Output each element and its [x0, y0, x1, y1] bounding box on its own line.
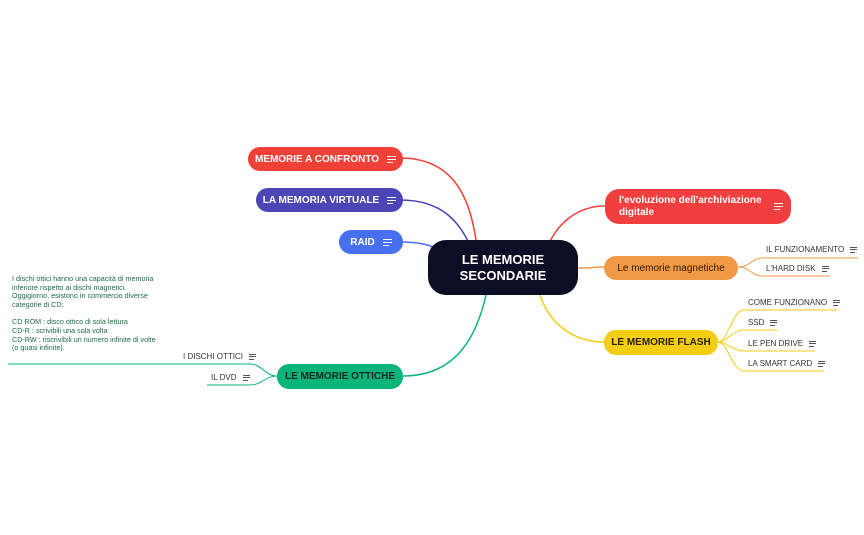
subtopic-label: SSD [748, 318, 765, 327]
topic-la-memoria-virtuale[interactable]: LA MEMORIA VIRTUALE [256, 188, 403, 212]
connector-confronto [399, 157, 477, 241]
connector-magnetiche [577, 266, 605, 269]
central-topic-line1: LE MEMORIE [461, 251, 545, 267]
central-topic[interactable]: LE MEMORIE SECONDARIE [428, 240, 578, 295]
subtopic-label: L'HARD DISK [766, 264, 816, 273]
topic-label: LE MEMORIE FLASH [611, 337, 711, 348]
topic-memorie-flash[interactable]: LE MEMORIE FLASH [604, 330, 718, 355]
subtopic-hard-disk[interactable]: L'HARD DISK [766, 264, 829, 273]
notes-icon [382, 238, 392, 246]
note-line-cdrw: CD-RW : riscrivibili un numero infinite … [12, 334, 156, 353]
central-topic-line2: SECONDARIE [459, 267, 547, 283]
subtopic-label: LE PEN DRIVE [748, 339, 804, 348]
notes-icon [821, 265, 829, 272]
dischi-ottici-note: I dischi ottici hanno una capacità di me… [12, 274, 162, 353]
subtopic-ssd[interactable]: SSD [748, 318, 778, 327]
subtopic-label: COME FUNZIONANO [748, 298, 828, 307]
subtopic-label: IL DVD [211, 373, 237, 382]
topic-label: LA MEMORIA VIRTUALE [262, 194, 380, 206]
topic-le-memorie-ottiche[interactable]: LE MEMORIE OTTICHE [277, 364, 403, 389]
notes-icon [242, 374, 250, 381]
topic-label: l'evoluzione dell'archiviazione digitale [619, 194, 762, 218]
subtopic-smart-card[interactable]: LA SMART CARD [748, 359, 826, 368]
notes-icon [850, 246, 858, 253]
subtopic-come-funzionano[interactable]: COME FUNZIONANO [748, 298, 841, 307]
topic-memorie-magnetiche[interactable]: Le memorie magnetiche [604, 256, 738, 280]
connector-evoluzione [547, 205, 606, 246]
topic-label: LE MEMORIE OTTICHE [285, 371, 395, 382]
connector-virtuale [399, 199, 471, 246]
notes-icon [818, 360, 826, 367]
subtopic-dischi-ottici[interactable]: I DISCHI OTTICI [183, 352, 256, 361]
topic-evoluzione-archiviazione[interactable]: l'evoluzione dell'archiviazione digitale [605, 189, 791, 224]
notes-icon [770, 319, 778, 326]
topic-label: MEMORIE A CONFRONTO [254, 153, 380, 165]
subtopic-label: IL FUNZIONAMENTO [766, 245, 845, 254]
topic-memorie-a-confronto[interactable]: MEMORIE A CONFRONTO [248, 147, 403, 171]
subtopic-il-dvd[interactable]: IL DVD [211, 373, 250, 382]
subtopic-label: LA SMART CARD [748, 359, 813, 368]
note-paragraph: I dischi ottici hanno una capacità di me… [12, 274, 154, 309]
notes-icon [809, 340, 817, 347]
subtopic-pen-drive[interactable]: LE PEN DRIVE [748, 339, 817, 348]
topic-raid[interactable]: RAID [339, 230, 403, 254]
subtopic-label: I DISCHI OTTICI [183, 352, 243, 361]
notes-icon [249, 353, 256, 360]
topic-label: Le memorie magnetiche [617, 262, 725, 274]
notes-icon [387, 155, 397, 163]
notes-icon [833, 299, 841, 306]
topic-label: RAID [350, 236, 375, 248]
notes-icon [387, 196, 397, 204]
connector-ottiche [402, 294, 487, 377]
subtopic-il-funzionamento[interactable]: IL FUNZIONAMENTO [766, 245, 858, 254]
notes-icon [773, 203, 783, 210]
note-line-cdrom: CD ROM : disco ottico di sola lettura [12, 317, 128, 327]
note-line-cdr: CD-R : scrivibili una sola volta [12, 325, 108, 335]
connector-flash [539, 294, 605, 343]
